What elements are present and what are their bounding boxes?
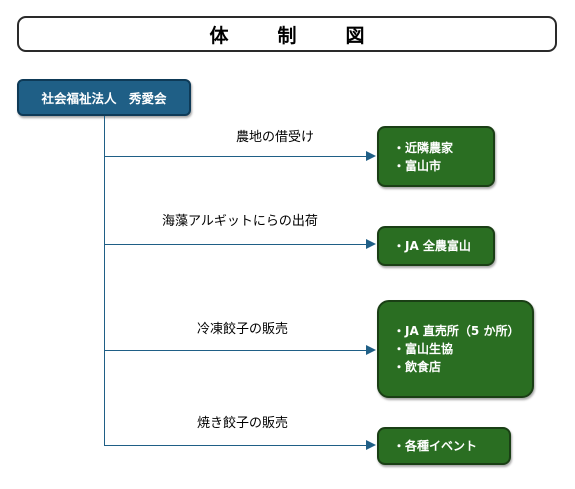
destination-item: ・各種イベント: [393, 439, 478, 453]
destination-item: ・JA 全農富山: [393, 239, 471, 253]
destination-item: ・飲食店: [393, 360, 442, 374]
branch-label-grilled-gyoza: 焼き餃子の販売: [197, 416, 289, 431]
arrowhead-land-lease: [366, 151, 376, 161]
destination-node-frozen-gyoza: ・JA 直売所（5 か所） ・富山生協 ・飲食店: [377, 300, 534, 398]
destination-node-land-lease: ・近隣農家 ・富山市: [377, 126, 495, 187]
branch-label-frozen-gyoza: 冷凍餃子の販売: [197, 322, 289, 337]
connector-branch-seaweed-shipment: [104, 244, 368, 245]
branch-label-land-lease: 農地の借受け: [236, 130, 315, 145]
connector-branch-frozen-gyoza: [104, 350, 368, 351]
connector-branch-grilled-gyoza: [104, 445, 368, 446]
destination-node-grilled-gyoza: ・各種イベント: [377, 427, 511, 465]
connector-trunk: [104, 116, 105, 446]
destination-item: ・JA 直売所（5 か所）: [393, 324, 520, 338]
arrowhead-frozen-gyoza: [366, 345, 376, 355]
destination-item: ・富山市: [393, 158, 442, 173]
diagram-title: 体 制 図: [209, 24, 380, 47]
destination-item: ・近隣農家: [393, 140, 454, 155]
connector-branch-land-lease: [104, 156, 368, 157]
branch-label-seaweed-shipment: 海藻アルギットにらの出荷: [162, 214, 318, 229]
destination-item: ・富山生協: [393, 342, 454, 356]
arrowhead-seaweed-shipment: [366, 239, 376, 249]
arrowhead-grilled-gyoza: [366, 440, 376, 450]
title-box: 体 制 図: [17, 16, 557, 52]
destination-node-seaweed-shipment: ・JA 全農富山: [377, 226, 495, 266]
organization-node: 社会福祉法人 秀愛会: [17, 79, 191, 116]
